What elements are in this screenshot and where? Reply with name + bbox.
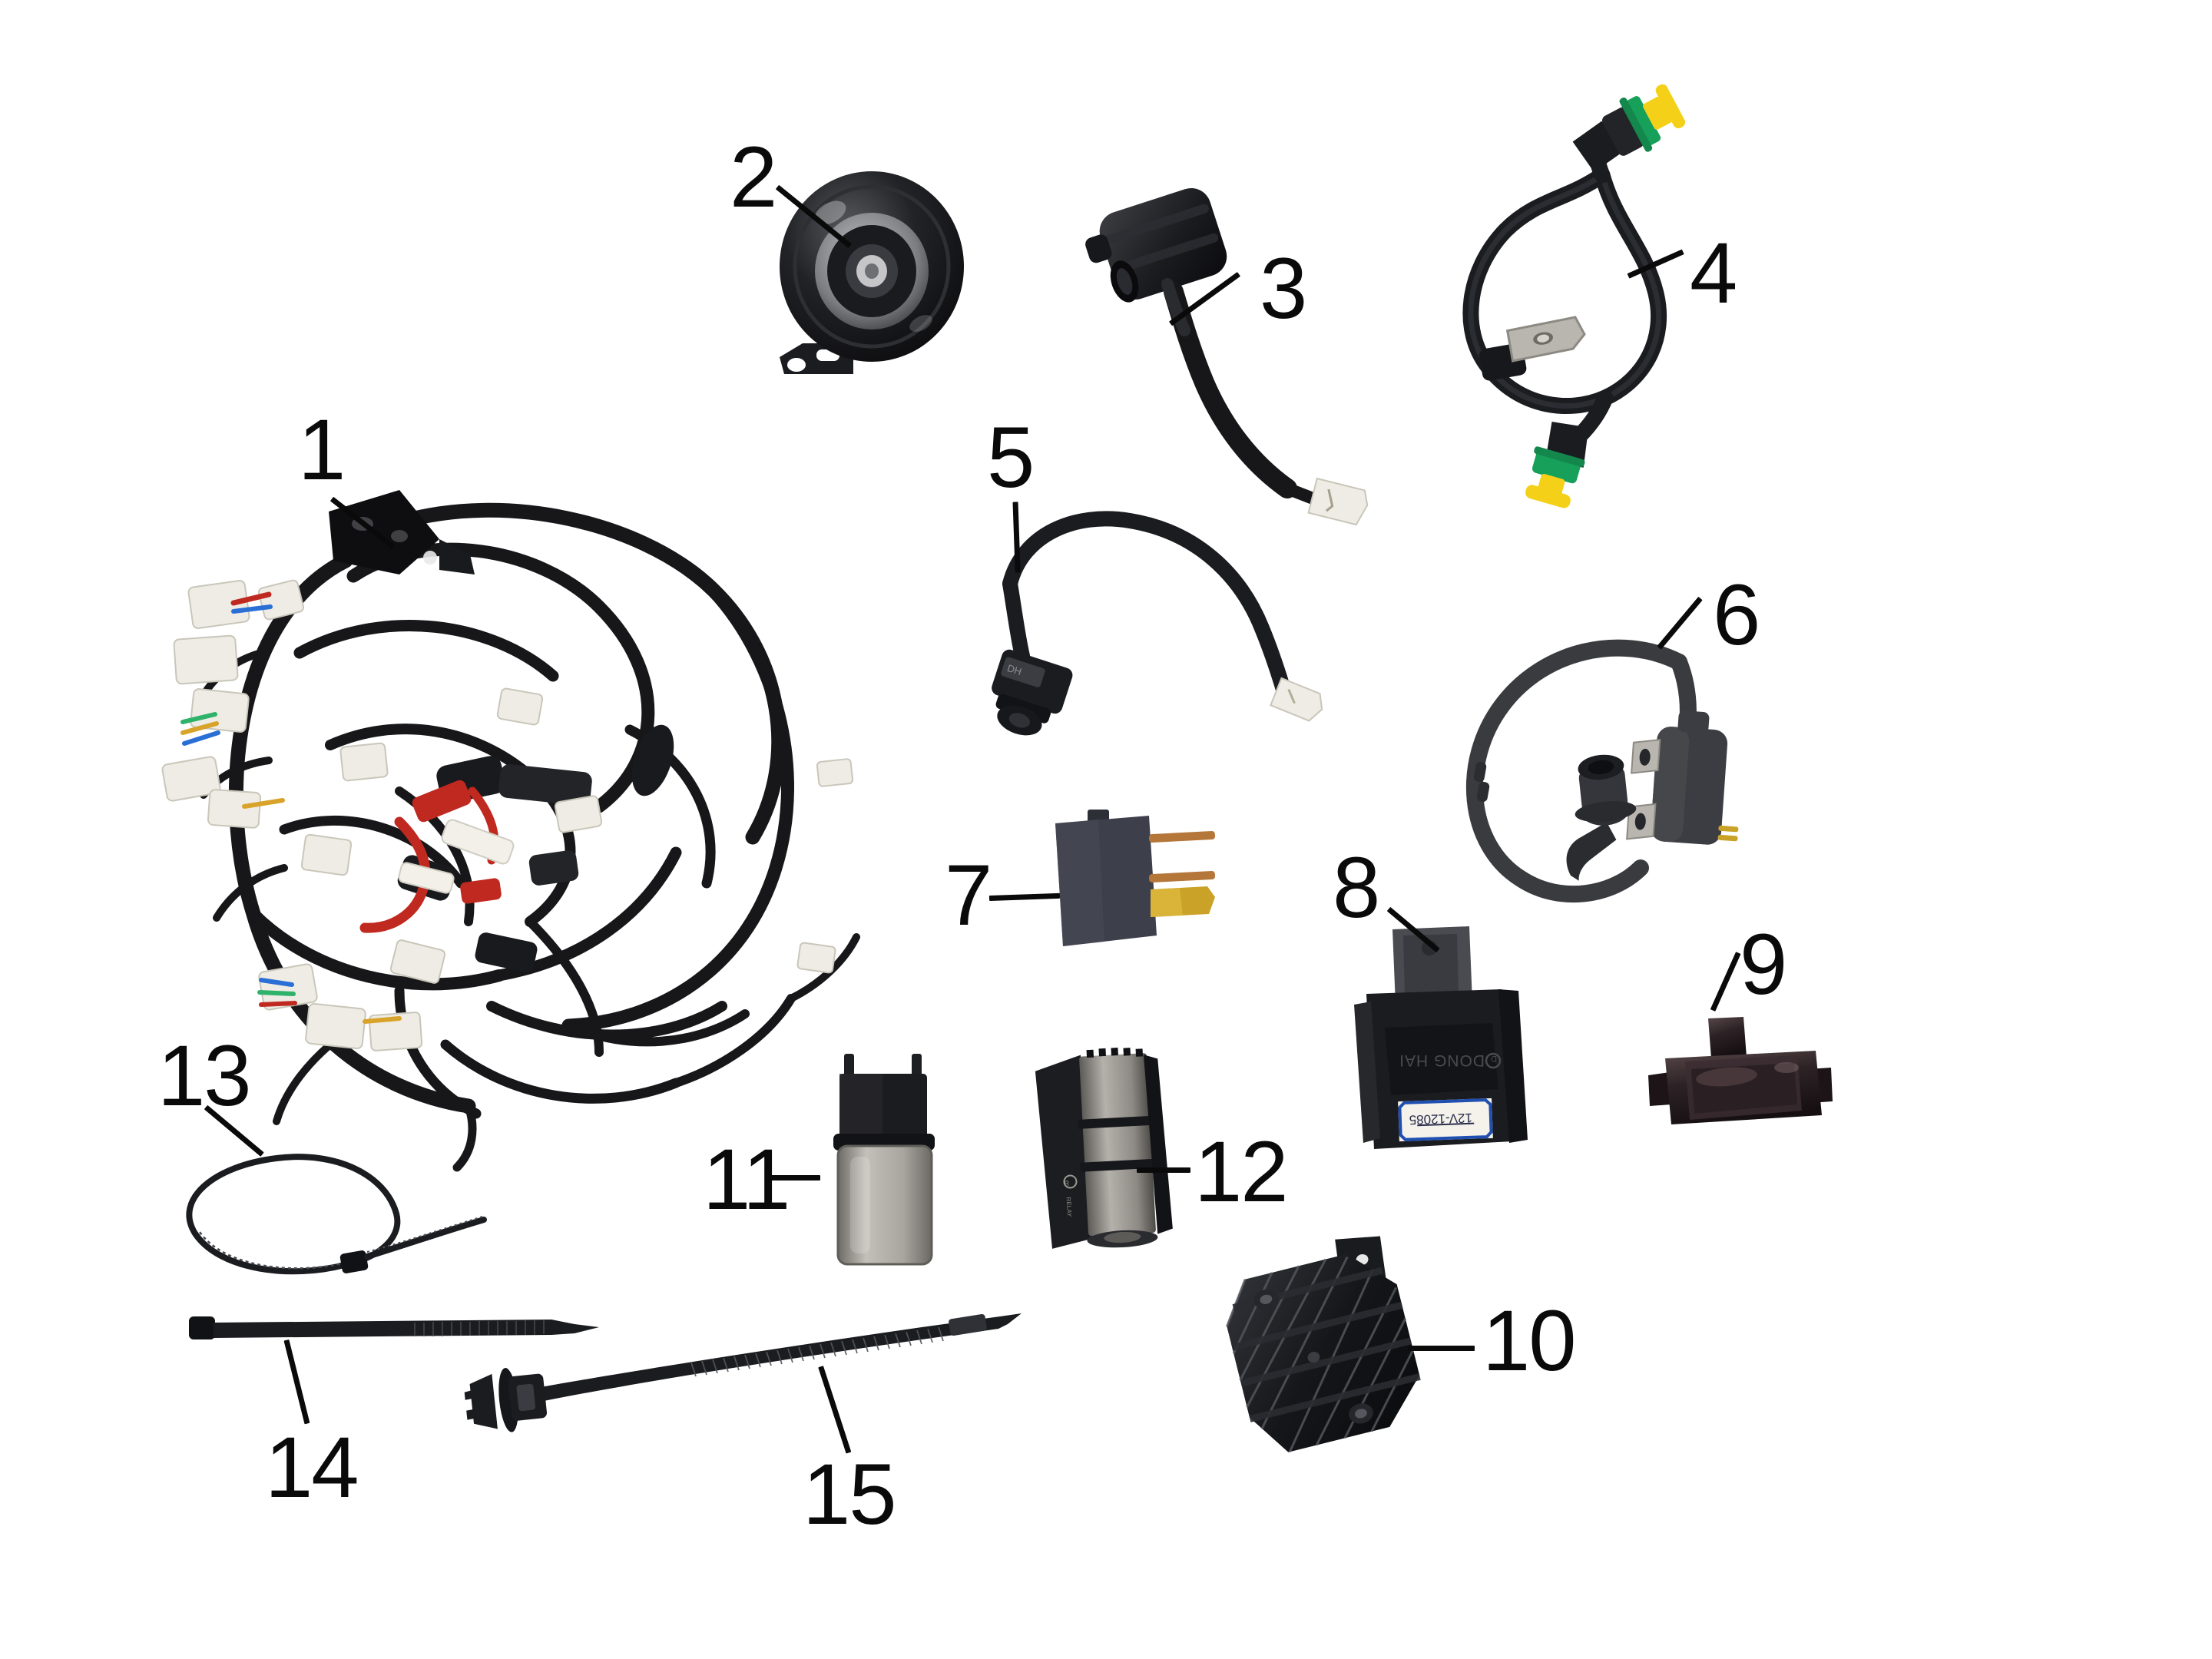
- callout-7-label: 7: [945, 847, 992, 943]
- svg-text:12V-12085: 12V-12085: [1409, 1111, 1472, 1128]
- svg-text:DH: DH: [1006, 662, 1023, 677]
- part-cdi-unit[interactable]: DONG HAI D 12V-12085: [1348, 922, 1555, 1175]
- part-cable-tie-looped[interactable]: [177, 1129, 507, 1306]
- callout-2-label: 2: [730, 129, 777, 225]
- part-flasher-relay[interactable]: [818, 1051, 956, 1273]
- fuel-line-art: [1462, 84, 1686, 508]
- callout-15-label: 15: [803, 1446, 897, 1542]
- part-wiring-harness[interactable]: [161, 330, 860, 1172]
- part-sensor-cable[interactable]: DH: [979, 492, 1340, 768]
- cable-tie-straight-art: [189, 1316, 599, 1339]
- cable-tie-looped-art: [186, 1154, 487, 1275]
- callout-1-label: 1: [298, 402, 346, 498]
- callout-3-label: 3: [1260, 240, 1307, 336]
- callout-11-leader: [768, 1175, 820, 1181]
- callout-14-label: 14: [265, 1419, 359, 1515]
- callout-9-leader: [1710, 952, 1741, 1012]
- part-push-mount-cable-tie[interactable]: [461, 1313, 1029, 1452]
- callout-8-label: 8: [1333, 839, 1380, 935]
- svg-text:DONG HAI: DONG HAI: [1399, 1051, 1485, 1069]
- sensor-cable-art: DH: [992, 511, 1323, 736]
- callout-12-leader: [1137, 1167, 1190, 1173]
- voltage-regulator-art: [1226, 1236, 1421, 1452]
- svg-text:RELAY: RELAY: [1065, 1197, 1073, 1217]
- part-turn-signal-relay[interactable]: R RELAY: [1025, 1045, 1187, 1252]
- part-horn[interactable]: [757, 165, 979, 403]
- ignition-coil-art: [1465, 639, 1739, 903]
- part-voltage-regulator[interactable]: [1221, 1236, 1459, 1482]
- callout-10-leader: [1409, 1346, 1475, 1351]
- cdi-unit-art: DONG HAI D 12V-12085: [1354, 926, 1528, 1149]
- callout-5-label: 5: [987, 409, 1035, 505]
- turn-signal-relay-art: R RELAY: [1035, 1048, 1173, 1249]
- part-ignition-coil[interactable]: [1459, 614, 1782, 922]
- wiring-harness-art: [161, 490, 860, 1172]
- callout-13-label: 13: [157, 1028, 252, 1124]
- flasher-relay-art: [833, 1054, 935, 1266]
- spark-plug-cap-art: [1085, 187, 1369, 526]
- callout-6-label: 6: [1713, 567, 1760, 663]
- part-spark-plug-cap-lead[interactable]: [1075, 177, 1398, 561]
- callout-10-label: 10: [1482, 1293, 1577, 1389]
- harness-connectors-bottom: [258, 687, 854, 1051]
- part-cable-tie-straight[interactable]: [184, 1306, 614, 1359]
- part-component-cover[interactable]: [1644, 1014, 1836, 1152]
- callout-4-label: 4: [1690, 225, 1737, 321]
- push-mount-cable-tie-art: [464, 1313, 1022, 1432]
- part-fuel-line[interactable]: [1452, 84, 1774, 561]
- horn-art: [780, 171, 964, 374]
- component-cover-art: [1648, 1017, 1833, 1124]
- callout-12-label: 12: [1194, 1124, 1289, 1220]
- svg-text:R: R: [1064, 1180, 1070, 1187]
- starter-relay-art: [1055, 810, 1216, 946]
- callout-9-label: 9: [1740, 916, 1787, 1012]
- harness-connectors-left: [161, 579, 305, 829]
- svg-text:D: D: [1491, 1054, 1497, 1063]
- part-starter-relay[interactable]: [1045, 799, 1244, 975]
- ignition-switch-body: [329, 490, 475, 575]
